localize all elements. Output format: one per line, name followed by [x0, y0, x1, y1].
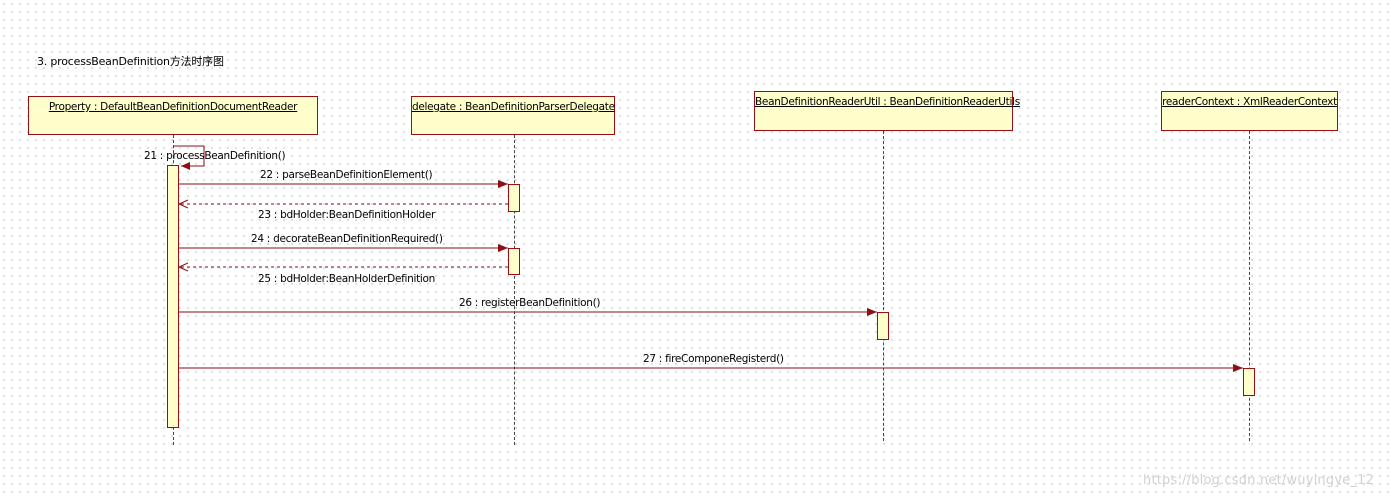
activation-bar-property: [167, 165, 179, 428]
lifeline-line-context: [1249, 131, 1250, 441]
message-label-decorate: 24 : decorateBeanDefinitionRequired(): [251, 233, 443, 245]
lifeline-box-context[interactable]: readerContext : XmlReaderContext: [1161, 91, 1338, 131]
diagram-title: 3. processBeanDefinition方法时序图: [37, 55, 224, 68]
arrowhead-register: [867, 308, 877, 316]
arrowhead-return-definition: [177, 262, 189, 272]
arrowhead-return-holder: [177, 199, 189, 209]
message-label-parse: 22 : parseBeanDefinitionElement(): [260, 169, 433, 181]
lifeline-line-util: [883, 131, 884, 441]
arrowhead-self-call: [181, 162, 190, 170]
activation-bar-delegate-parse: [508, 184, 520, 212]
message-label-return-holder: 23 : bdHolder:BeanDefinitionHolder: [258, 209, 436, 221]
arrowhead-decorate: [498, 244, 508, 252]
lifeline-label-util: BeanDefinitionReaderUtil : BeanDefinitio…: [755, 96, 1020, 108]
message-label-register: 26 : registerBeanDefinition(): [459, 297, 601, 309]
message-label-fire: 27 : fireComponeRegisterd(): [643, 353, 784, 365]
message-arrow-self-call: [174, 145, 205, 167]
lifeline-label-delegate: delegate : BeanDefinitionParserDelegate: [412, 101, 615, 113]
message-label-return-definition: 25 : bdHolder:BeanHolderDefinition: [258, 273, 436, 285]
message-label-self-call: 21 : processBeanDefinition(): [144, 150, 286, 162]
lifeline-label-context: readerContext : XmlReaderContext: [1162, 96, 1337, 108]
watermark: https://blog.csdn.net/wuyingye_12: [1143, 473, 1375, 488]
lifeline-box-util[interactable]: BeanDefinitionReaderUtil : BeanDefinitio…: [754, 91, 1020, 131]
lifeline-box-delegate[interactable]: delegate : BeanDefinitionParserDelegate: [411, 96, 615, 135]
lifeline-line-delegate: [514, 135, 515, 445]
activation-bar-util: [877, 312, 889, 340]
lifeline-label-property: Property : DefaultBeanDefinitionDocument…: [48, 101, 298, 113]
lifeline-box-property[interactable]: Property : DefaultBeanDefinitionDocument…: [28, 96, 318, 135]
arrowhead-fire: [1233, 364, 1243, 372]
arrowhead-parse: [498, 180, 508, 188]
activation-bar-context: [1243, 368, 1255, 396]
activation-bar-delegate-decorate: [508, 248, 520, 275]
